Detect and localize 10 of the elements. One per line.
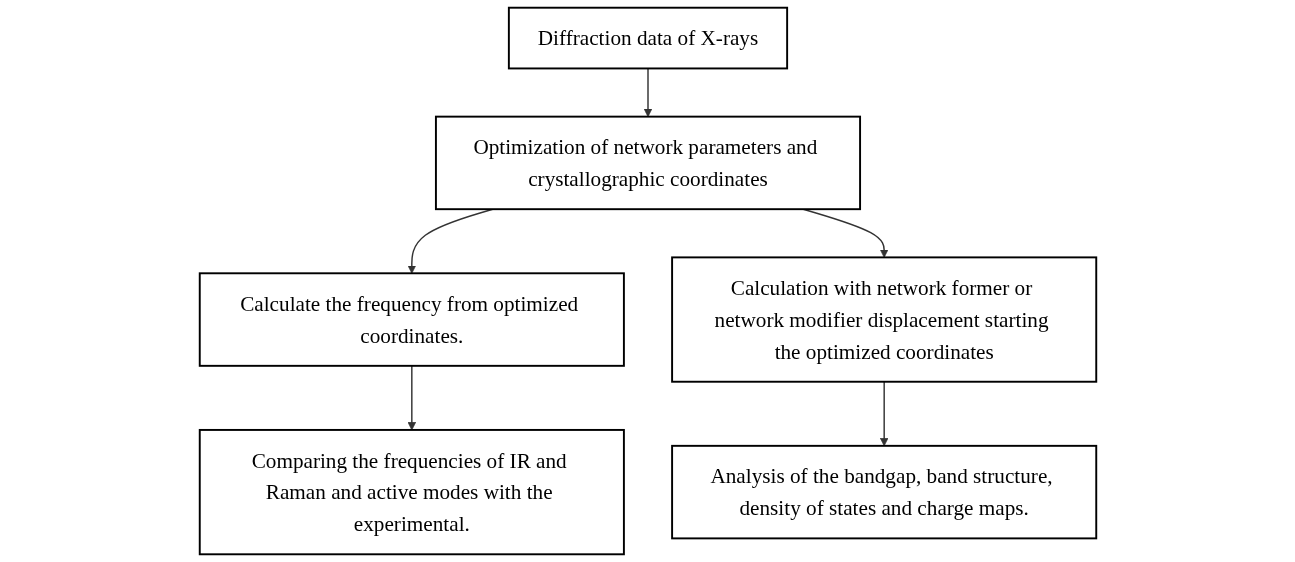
arrow xyxy=(407,208,493,274)
arrow xyxy=(643,67,652,118)
node-box: Calculate the frequency from optimized coordinates. xyxy=(198,272,625,367)
node-box: Calculation with network former or network modifier displacement starting the optimized coordinates xyxy=(670,256,1097,383)
node-box: Comparing the frequencies of IR and Raman and active modes with the experimental. xyxy=(198,428,625,556)
node-box: Optimization of network parameters and crystallographic coordinates xyxy=(434,115,861,211)
arrow xyxy=(407,365,416,431)
node-box: Diffraction data of X-rays xyxy=(507,6,788,70)
arrow xyxy=(879,381,888,447)
node-box: Analysis of the bandgap, band structure, density of states and charge maps. xyxy=(670,444,1097,540)
